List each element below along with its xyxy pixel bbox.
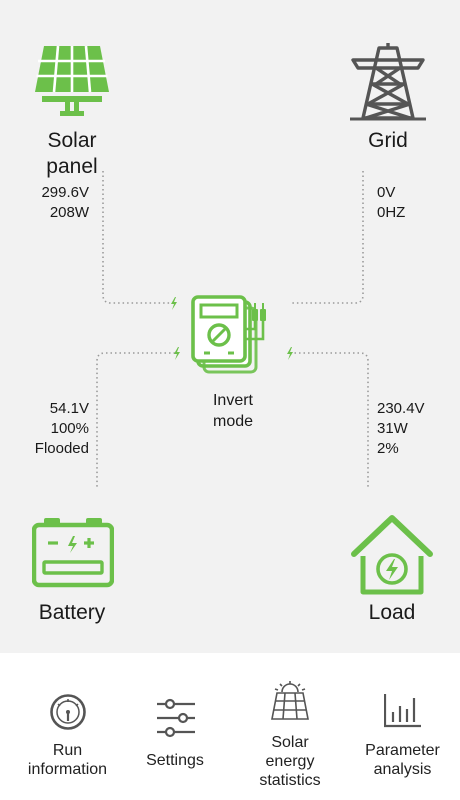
sliders-icon — [156, 697, 196, 739]
battery-icon[interactable] — [32, 516, 114, 588]
load-label: Load — [368, 601, 416, 624]
energy-flow-panel: Solar panel 299.6V 208W Grid 0V 0HZ — [0, 0, 460, 653]
grid-label: Grid — [368, 129, 408, 152]
solar-stats-icon — [269, 681, 311, 721]
load-percent: 2% — [377, 440, 399, 457]
solar-panel-label: Solar panel — [46, 129, 98, 178]
load-voltage: 230.4V — [377, 400, 425, 417]
nav-settings[interactable]: Settings — [125, 653, 225, 800]
solar-stats: 299.6V 208W — [0, 183, 89, 223]
house-load-icon[interactable] — [350, 514, 434, 596]
solar-power: 208W — [49, 204, 89, 221]
solar-voltage: 299.6V — [41, 184, 89, 201]
nav-run-information-label: Run information — [27, 742, 108, 778]
grid-frequency: 0HZ — [377, 204, 406, 221]
grid-voltage: 0V — [377, 184, 396, 201]
battery-percent: 100% — [50, 420, 89, 437]
nav-solar-energy-statistics[interactable]: Solar energy statistics — [235, 653, 345, 800]
nav-solar-energy-statistics-label: Solar energy statistics — [259, 734, 321, 789]
battery-stats: 54.1V 100% Flooded — [0, 399, 89, 459]
load-stats: 230.4V 31W 2% — [377, 399, 457, 459]
nav-parameter-analysis[interactable]: Parameter analysis — [350, 653, 455, 800]
nav-parameter-analysis-label: Parameter analysis — [365, 742, 440, 778]
nav-settings-label: Settings — [146, 752, 204, 769]
grid-tower-icon[interactable] — [350, 42, 426, 122]
grid-stats: 0V 0HZ — [377, 183, 447, 223]
load-power: 31W — [377, 420, 408, 437]
battery-type: Flooded — [34, 440, 89, 457]
gauge-icon — [49, 693, 87, 731]
battery-label: Battery — [38, 601, 106, 624]
inverter-mode-label: Invert mode — [212, 392, 254, 430]
solar-panel-icon[interactable] — [32, 40, 112, 120]
bottom-navigation: Run information Settings — [0, 653, 460, 800]
battery-voltage: 54.1V — [49, 400, 89, 417]
inverter-icon[interactable] — [191, 295, 273, 379]
nav-run-information[interactable]: Run information — [10, 653, 125, 800]
bar-chart-icon — [384, 694, 422, 728]
flow-lines — [96, 171, 369, 488]
